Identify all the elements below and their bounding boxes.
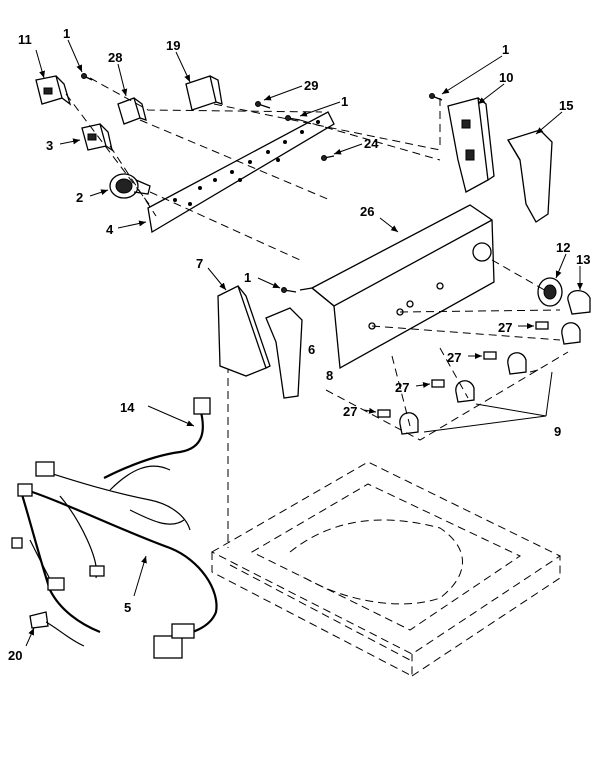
callout-27-d: 27 [343,404,357,419]
callout-14: 14 [120,400,135,415]
leader-lines [25,39,583,647]
dial-12 [537,277,563,307]
top-cover-outline [210,461,562,677]
end-cap-15 [507,129,553,223]
callout-27-c: 27 [395,380,409,395]
knob-13 [567,290,591,315]
callout-9: 9 [554,424,561,439]
console-panel [299,204,495,370]
callout-24: 24 [364,136,379,151]
callout-26: 26 [360,204,374,219]
power-cable-14 [103,397,211,479]
callout-29: 29 [304,78,318,93]
callout-13: 13 [576,252,590,267]
end-cap-7 [217,285,271,377]
clip-20 [29,611,85,647]
callout-11: 11 [18,32,32,47]
callout-labels: 11 1 28 19 29 1 24 1 10 15 3 2 4 26 7 1 … [8,26,590,663]
knob-group [377,321,581,435]
knob-dashed-guides [325,259,569,441]
callout-15: 15 [559,98,573,113]
switch-19 [185,75,223,111]
callout-2: 2 [76,190,83,205]
callout-19: 19 [166,38,180,53]
switch-3 [81,123,113,152]
callout-28: 28 [108,50,122,65]
bracket-10 [447,97,495,193]
callout-1-top: 1 [63,26,70,41]
callout-4: 4 [106,222,114,237]
callout-1-panel: 1 [341,94,348,109]
callout-20: 20 [8,648,22,663]
callout-27-a: 27 [498,320,512,335]
callout-8: 8 [326,368,333,383]
callout-5: 5 [124,600,131,615]
wire-harness-5 [11,461,218,659]
callout-3: 3 [46,138,53,153]
switch-28 [117,97,147,125]
callout-27-b: 27 [447,350,461,365]
callout-10: 10 [499,70,513,85]
callout-6: 6 [308,342,315,357]
timer-knob-2 [109,173,151,199]
callout-12: 12 [556,240,570,255]
callout-1-console: 1 [244,270,251,285]
control-panel-bracket [147,111,335,234]
callout-7: 7 [196,256,203,271]
switch-11 [35,75,72,106]
bracket-6 [265,307,303,399]
callout-1-bracket: 1 [502,42,509,57]
